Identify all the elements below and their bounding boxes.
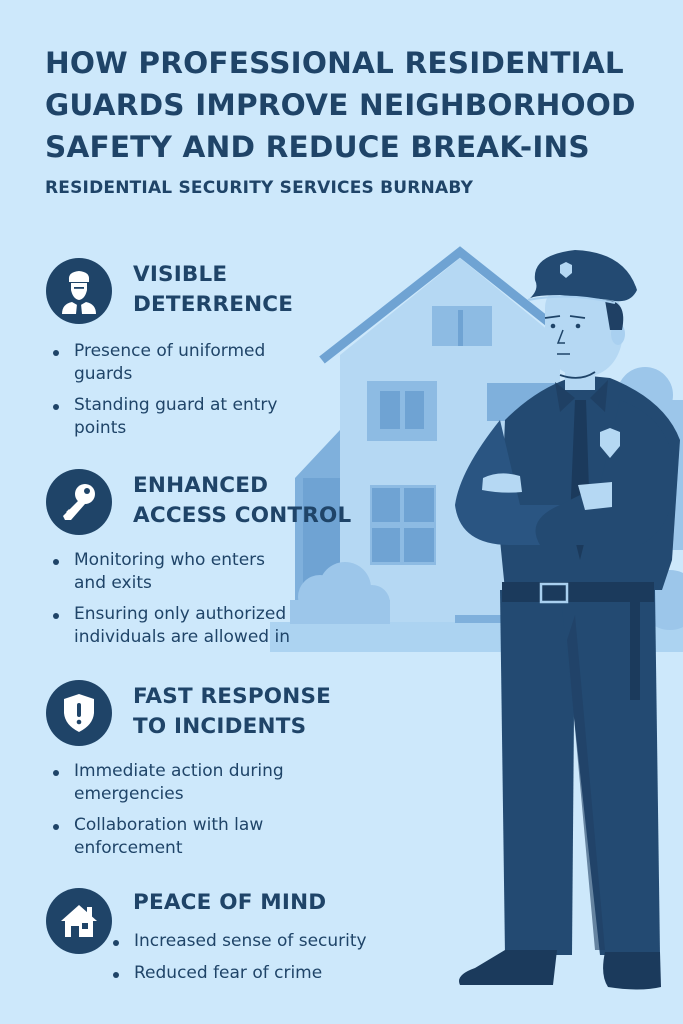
section-title: FAST RESPONSE TO INCIDENTS [133,684,332,739]
security-guard-figure [455,250,680,990]
section-title: ENHANCED ACCESS CONTROL [133,473,352,528]
house-icon [46,888,112,954]
list-item: Increased sense of security [106,930,367,953]
key-icon [46,469,112,535]
title-line: SAFETY AND REDUCE BREAK-INS [45,130,590,164]
section-title: VISIBLE DETERRENCE [133,262,294,317]
section-access-control: ENHANCED ACCESS CONTROL Monitoring who e… [46,469,386,659]
bullet-list: Increased sense of security Reduced fear… [106,930,367,994]
page-title: HOW PROFESSIONAL RESIDENTIAL GUARDS IMPR… [45,42,683,168]
section-peace-of-mind: PEACE OF MIND Increased sense of securit… [46,888,386,998]
title-line: GUARDS IMPROVE NEIGHBORHOOD [45,88,636,122]
page-subtitle: RESIDENTIAL SECURITY SERVICES BURNABY [45,178,474,198]
list-item: Reduced fear of crime [106,962,367,985]
tree-shapes [617,367,683,630]
section-fast-response: FAST RESPONSE TO INCIDENTS Immediate act… [46,680,386,870]
title-line: HOW PROFESSIONAL RESIDENTIAL [45,46,624,80]
shield-alert-icon [46,680,112,746]
section-title: PEACE OF MIND [133,890,327,915]
section-visible-deterrence: VISIBLE DETERRENCE Presence of uniformed… [46,258,386,448]
guard-icon [46,258,112,324]
